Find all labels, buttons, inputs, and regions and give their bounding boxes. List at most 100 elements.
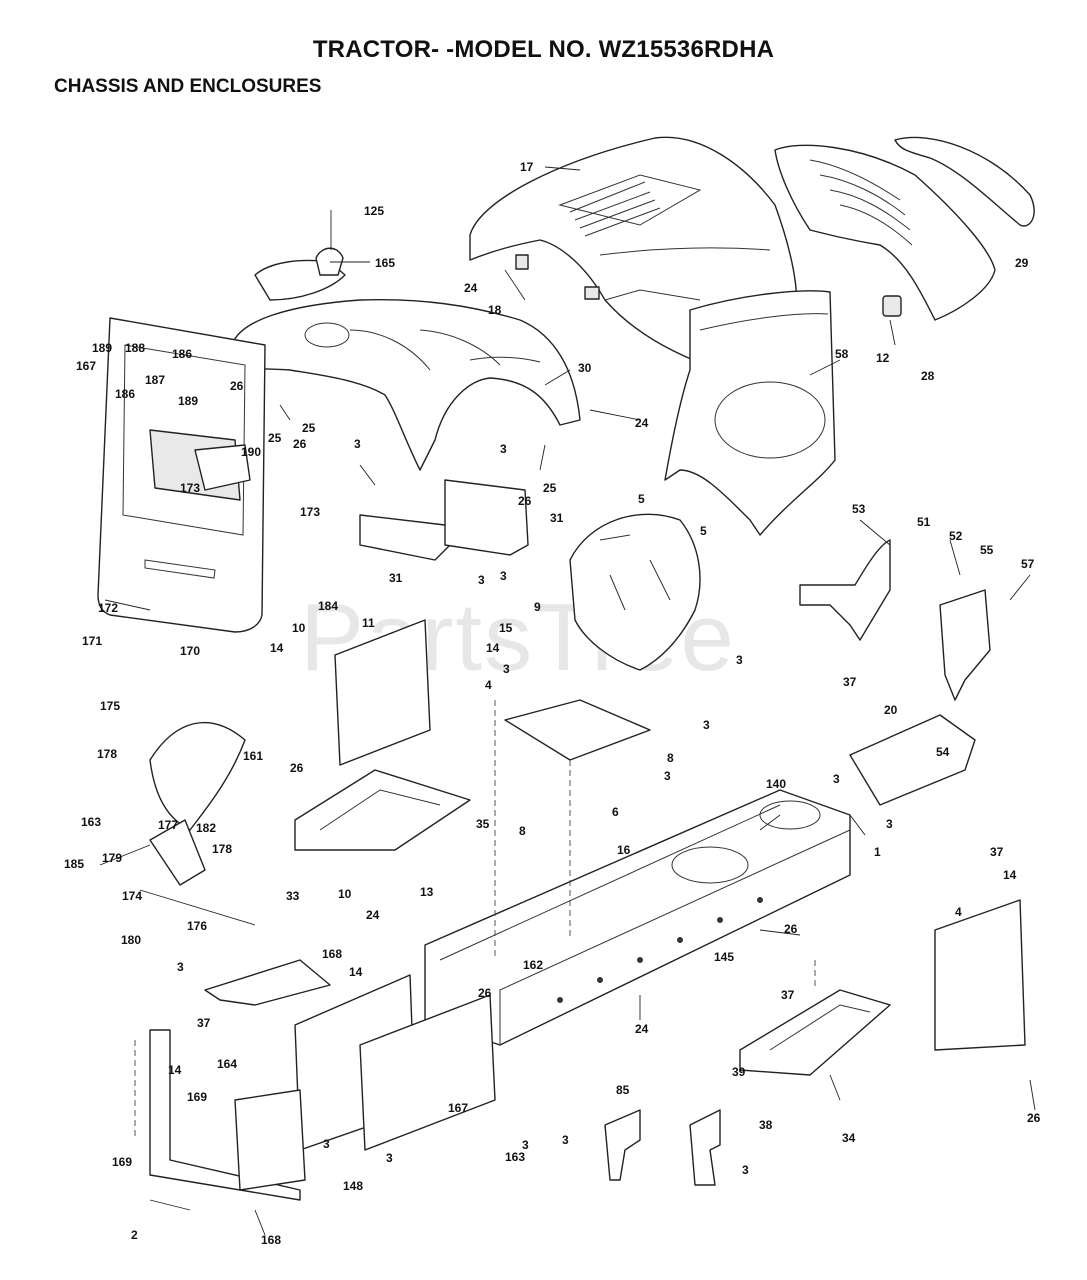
callout-label: 2 <box>131 1228 138 1242</box>
grille-clip <box>882 295 902 317</box>
callout-label: 165 <box>375 256 395 270</box>
callout-label: 174 <box>122 889 142 903</box>
callout-label: 12 <box>876 351 890 365</box>
callout-label: 168 <box>322 947 342 961</box>
callout-label: 145 <box>714 950 734 964</box>
callout-label: 1 <box>874 845 881 859</box>
hitch-bracket-38 <box>604 1109 641 1181</box>
callout-label: 148 <box>343 1179 363 1193</box>
fender-part <box>231 210 581 471</box>
callout-label: 173 <box>300 505 320 519</box>
callout-label: 163 <box>81 815 101 829</box>
callout-label: 3 <box>886 817 893 831</box>
callout-label: 30 <box>578 361 592 375</box>
callout-label: 3 <box>500 569 507 583</box>
callout-label: 162 <box>523 958 543 972</box>
callout-label: 53 <box>852 502 866 516</box>
page-title: TRACTOR- -MODEL NO. WZ15536RDHA <box>312 36 775 63</box>
callout-label: 8 <box>519 824 526 838</box>
callout-label: 5 <box>638 492 645 506</box>
callout-label: 167 <box>76 359 96 373</box>
callout-label: 14 <box>270 641 284 655</box>
callout-label: 28 <box>921 369 935 383</box>
callout-label: 25 <box>543 481 557 495</box>
callout-label: 16 <box>617 843 631 857</box>
callout-label: 29 <box>1015 256 1029 270</box>
callout-label: 24 <box>635 416 649 430</box>
support-bracket <box>444 479 529 556</box>
pivot-bracket <box>939 589 991 701</box>
section-title: CHASSIS AND ENCLOSURES <box>54 76 322 97</box>
callout-label: 169 <box>187 1090 207 1104</box>
callout-label: 173 <box>180 481 200 495</box>
callout-label: 3 <box>833 772 840 786</box>
hood-insert <box>515 254 529 270</box>
callout-label: 171 <box>82 634 102 648</box>
pivot-bracket <box>799 539 891 641</box>
callout-label: 26 <box>478 986 492 1000</box>
callout-label: 55 <box>980 543 994 557</box>
callout-label: 180 <box>121 933 141 947</box>
callout-label: 37 <box>781 988 795 1002</box>
callout-label: 51 <box>917 515 931 529</box>
hood-insert <box>584 286 600 300</box>
callout-label: 178 <box>97 747 117 761</box>
callout-labels: 17 125 165 24 18 29 12 28 58 189 188 186… <box>64 160 1041 1247</box>
support-bracket <box>359 514 451 561</box>
front-bumper <box>149 1029 301 1201</box>
callout-label: 140 <box>766 777 786 791</box>
callout-label: 34 <box>842 1131 856 1145</box>
callout-label: 3 <box>522 1138 529 1152</box>
dash-panel-part <box>97 317 266 633</box>
callout-label: 186 <box>115 387 135 401</box>
callout-label: 163 <box>505 1150 525 1164</box>
callout-label: 31 <box>550 511 564 525</box>
callout-label: 3 <box>354 437 361 451</box>
callout-label: 37 <box>197 1016 211 1030</box>
hitch-bracket-39 <box>689 1109 721 1186</box>
callout-label: 3 <box>500 442 507 456</box>
callout-label: 186 <box>172 347 192 361</box>
callout-label: 85 <box>616 1083 630 1097</box>
callout-label: 3 <box>478 573 485 587</box>
callout-label: 178 <box>212 842 232 856</box>
side-panel-rear <box>359 994 496 1151</box>
callout-label: 3 <box>323 1137 330 1151</box>
callout-label: 10 <box>338 887 352 901</box>
footrest-right <box>739 989 891 1076</box>
dash-bracket <box>194 444 251 491</box>
callout-label: 170 <box>180 644 200 658</box>
callout-label: 5 <box>700 524 707 538</box>
callout-label: 125 <box>364 204 384 218</box>
side-panel-left <box>334 619 431 766</box>
callout-label: 14 <box>349 965 363 979</box>
callout-label: 20 <box>884 703 898 717</box>
callout-label: 177 <box>158 818 178 832</box>
headlight-lens <box>894 136 1035 227</box>
callout-label: 24 <box>464 281 478 295</box>
callout-label: 24 <box>635 1022 649 1036</box>
dash-cover-part <box>569 513 701 671</box>
callout-label: 188 <box>125 341 145 355</box>
callout-label: 3 <box>736 653 743 667</box>
footrest-left <box>294 769 471 851</box>
callout-label: 3 <box>177 960 184 974</box>
bumper-plate <box>234 1089 306 1191</box>
callout-label: 25 <box>268 431 282 445</box>
callout-label: 26 <box>1027 1111 1041 1125</box>
lever-bracket <box>149 819 206 886</box>
callout-label: 10 <box>292 621 306 635</box>
callout-label: 179 <box>102 851 122 865</box>
callout-label: 14 <box>1003 868 1017 882</box>
callout-label: 169 <box>112 1155 132 1169</box>
callout-label: 26 <box>293 437 307 451</box>
callout-label: 168 <box>261 1233 281 1247</box>
callout-label: 15 <box>499 621 513 635</box>
callout-label: 3 <box>386 1151 393 1165</box>
callout-label: 11 <box>362 616 375 630</box>
fuel-tank-part <box>664 290 836 536</box>
step-plate <box>504 699 651 761</box>
callout-label: 37 <box>990 845 1004 859</box>
